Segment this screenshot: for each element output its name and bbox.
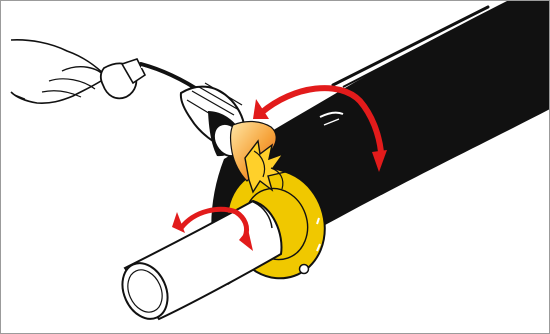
heat-gun-icon: [101, 59, 248, 161]
hand-icon: [11, 40, 107, 103]
pipe-icon: [114, 201, 281, 326]
